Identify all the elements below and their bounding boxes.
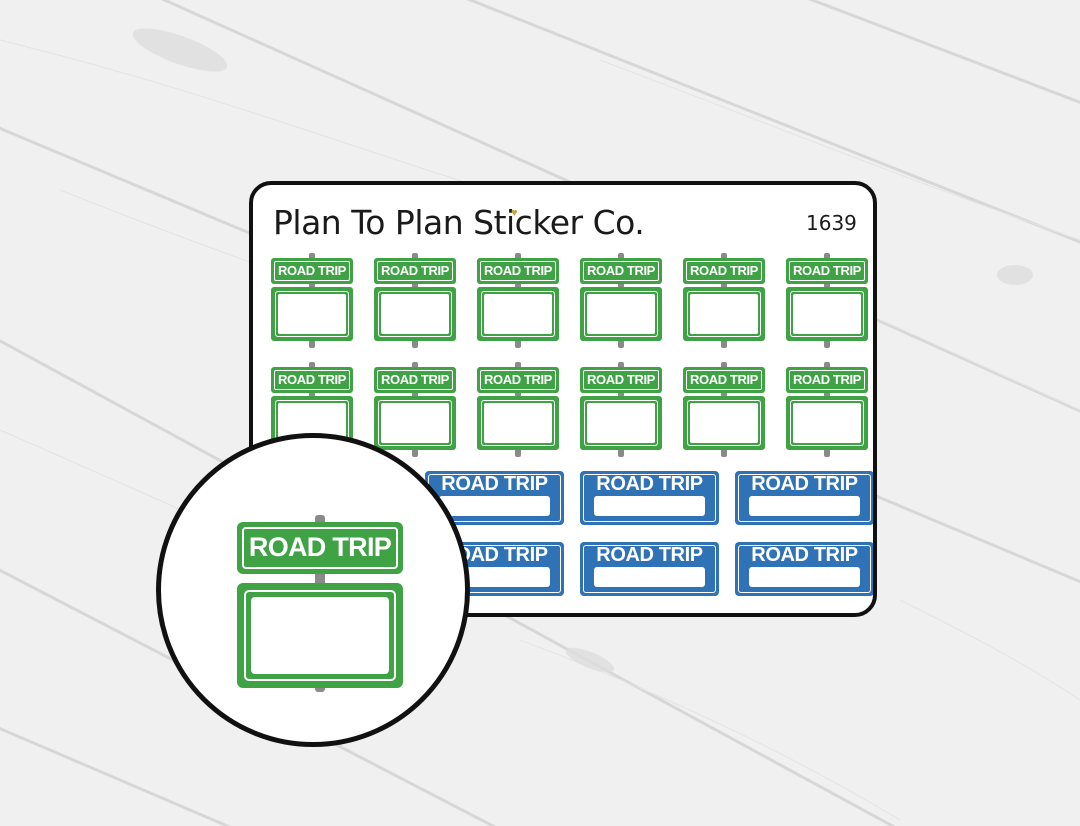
product-code: 1639 <box>806 211 857 235</box>
sticker-label: ROAD TRIP <box>751 473 858 495</box>
zoom-detail-circle: ROAD TRIP <box>156 433 470 747</box>
green-road-sign-sticker: ROAD TRIP <box>785 253 869 348</box>
heart-icon: ♥ <box>511 207 518 219</box>
sticker-label: ROAD TRIP <box>274 261 350 281</box>
sticker-label: ROAD TRIP <box>583 370 659 390</box>
sticker-label: ROAD TRIP <box>686 370 762 390</box>
sticker-label: ROAD TRIP <box>789 261 865 281</box>
sticker-label: ROAD TRIP <box>441 473 548 495</box>
sticker-label: ROAD TRIP <box>596 544 703 566</box>
green-road-sign-sticker: ROAD TRIP <box>270 253 354 348</box>
brand-name: Plan To Plan Sticker Co. <box>273 203 645 242</box>
blue-road-sign-sticker: ROAD TRIP <box>580 471 719 525</box>
sticker-label: ROAD TRIP <box>789 370 865 390</box>
sticker-label: ROAD TRIP <box>480 261 556 281</box>
blue-road-sign-sticker: ROAD TRIP <box>425 471 564 525</box>
green-road-sign-sticker: ROAD TRIP <box>476 253 560 348</box>
green-road-sign-sticker: ROAD TRIP <box>579 253 663 348</box>
blue-road-sign-sticker: ROAD TRIP <box>580 542 719 596</box>
green-road-sign-sticker: ROAD TRIP <box>476 362 560 457</box>
sticker-label: ROAD TRIP <box>596 473 703 495</box>
zoom-sign-board <box>237 583 403 688</box>
green-road-sign-sticker: ROAD TRIP <box>373 362 457 457</box>
green-road-sign-sticker: ROAD TRIP <box>682 362 766 457</box>
blue-road-sign-sticker: ROAD TRIP <box>735 542 873 596</box>
sticker-label: ROAD TRIP <box>441 544 548 566</box>
green-road-sign-sticker: ROAD TRIP <box>373 253 457 348</box>
green-road-sign-sticker: ROAD TRIP <box>579 362 663 457</box>
sticker-label: ROAD TRIP <box>377 261 453 281</box>
sticker-label: ROAD TRIP <box>686 261 762 281</box>
sticker-label: ROAD TRIP <box>377 370 453 390</box>
green-road-sign-sticker: ROAD TRIP <box>785 362 869 457</box>
sticker-label: ROAD TRIP <box>751 544 858 566</box>
green-road-sign-sticker: ROAD TRIP <box>682 253 766 348</box>
sticker-label: ROAD TRIP <box>583 261 659 281</box>
blue-road-sign-sticker: ROAD TRIP <box>735 471 873 525</box>
sticker-label: ROAD TRIP <box>274 370 350 390</box>
sticker-label: ROAD TRIP <box>480 370 556 390</box>
zoom-sign-label-plate: ROAD TRIP <box>237 522 403 574</box>
zoom-sign-label: ROAD TRIP <box>242 527 398 569</box>
